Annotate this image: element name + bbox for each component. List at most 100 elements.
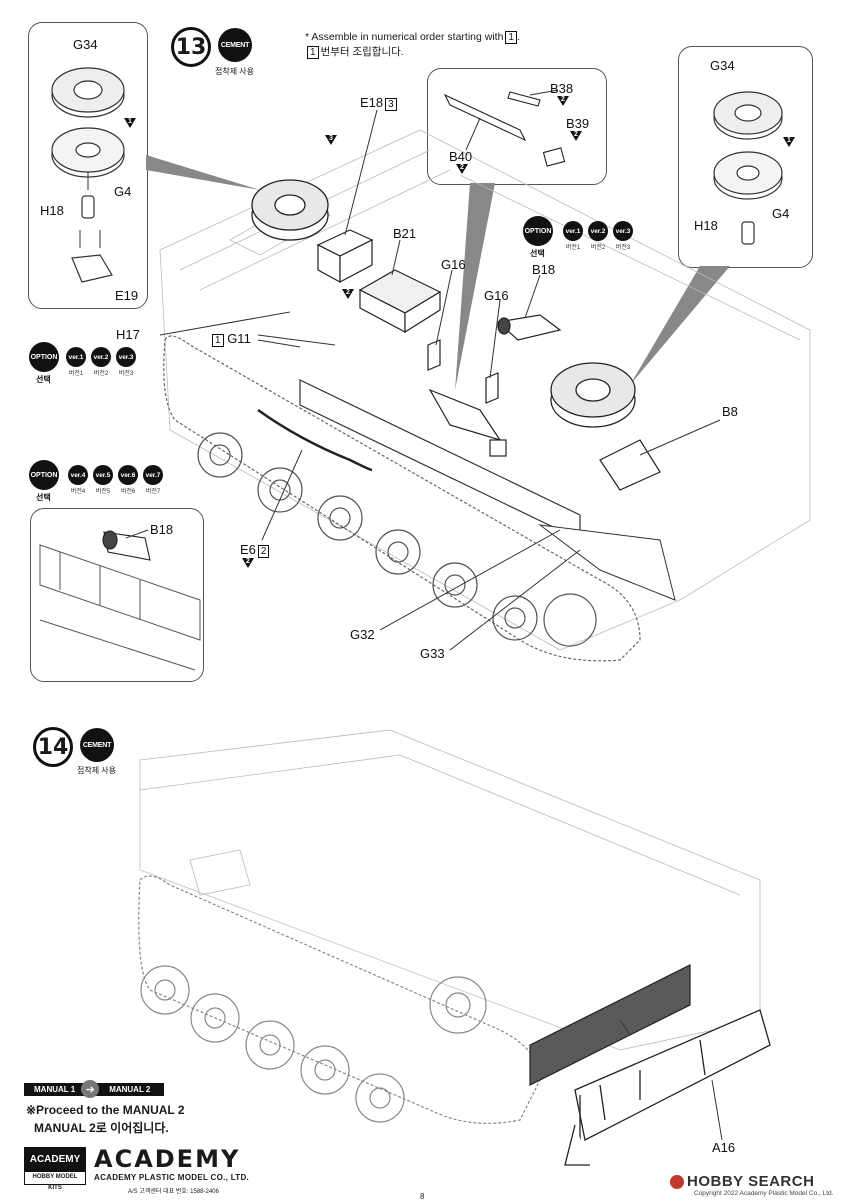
callout-wedge-center <box>455 183 495 390</box>
sequence-marker-2-b40: 2 <box>456 164 468 174</box>
version-2-icon-b: ver.2 <box>91 347 111 367</box>
version-7-icon-c: ver.7 <box>143 465 163 485</box>
arrows-left <box>79 172 101 248</box>
note-english: * Assemble in numerical order starting w… <box>305 31 504 43</box>
sequence-marker-2-b39: 2 <box>570 131 582 141</box>
label-g34-right: G34 <box>710 58 735 73</box>
callout-wedge-right <box>630 266 730 385</box>
side-skirt <box>529 964 691 1086</box>
label-g11: 1 G11 <box>210 331 251 347</box>
part-b21 <box>358 269 442 334</box>
cement-icon: CEMENT <box>218 28 252 62</box>
label-g33: G33 <box>420 646 445 661</box>
manual-2-tag: MANUAL 2 <box>95 1082 165 1096</box>
page-number: 8 <box>420 1192 425 1201</box>
label-g16-b: G16 <box>484 288 509 303</box>
badge-bottom: HOBBY MODEL KITS <box>32 1174 78 1191</box>
label-b18-inset: B18 <box>150 522 174 537</box>
version-3-icon-a: ver.3 <box>613 221 633 241</box>
watermark: HOBBY SEARCH <box>670 1173 814 1190</box>
version-5-icon-c: ver.5 <box>93 465 113 485</box>
label-g34-left: G34 <box>73 37 98 52</box>
arrow-right-icon: ➜ <box>81 1080 100 1098</box>
sequence-marker-2-b38: 2 <box>557 96 569 106</box>
hull-inset-drawing <box>39 544 201 671</box>
service-number: A/S 고객센터 대표 번호: 1588-2406 <box>128 1189 219 1195</box>
manual-transition: MANUAL 1 ➜ MANUAL 2 <box>24 1080 165 1098</box>
label-g4-right: G4 <box>772 206 790 221</box>
version-1-caption-b: 버전1 <box>68 371 84 377</box>
watermark-icon <box>670 1174 684 1189</box>
hull-outline <box>159 129 811 651</box>
step13-drawing <box>39 67 811 671</box>
version-4-caption-c: 버전4 <box>70 489 86 495</box>
main-wheel-top <box>251 179 329 241</box>
version-1-icon-a: ver.1 <box>563 221 583 241</box>
label-g32: G32 <box>350 627 375 642</box>
cement-icon-14: CEMENT <box>80 728 114 762</box>
option-icon-c: OPTION <box>29 460 59 490</box>
version-2-caption-a: 버전2 <box>590 245 606 251</box>
version-7-caption-c: 버전7 <box>145 489 161 495</box>
cement-caption: 접착제 사용 <box>215 67 255 76</box>
version-2-icon-a: ver.2 <box>588 221 608 241</box>
part-b18 <box>496 314 562 341</box>
manual-1-tag: MANUAL 1 <box>24 1082 86 1096</box>
proceed-note-kr: MANUAL 2로 이어집니다. <box>34 1121 169 1135</box>
sequence-marker-2-g11: 2 <box>342 289 354 299</box>
version-6-icon-c: ver.6 <box>118 465 138 485</box>
sequence-marker-1-left: 1 <box>124 118 136 128</box>
track <box>163 335 641 662</box>
callout-wedge-left <box>146 155 260 190</box>
option-caption-c: 선택 <box>36 493 51 502</box>
part-a16 <box>564 1009 771 1166</box>
assembly-order-note: * Assemble in numerical order starting w… <box>305 31 520 59</box>
part-e6 <box>257 408 373 472</box>
part-b8 <box>599 439 661 491</box>
academy-badge: ACADEMY HOBBY MODEL KITS <box>24 1147 86 1191</box>
sequence-marker-3: 3 <box>325 135 337 145</box>
note-number-box: 1 <box>505 31 517 44</box>
version-1-icon-b: ver.1 <box>66 347 86 367</box>
label-h17: H17 <box>116 327 140 342</box>
label-e19: E19 <box>115 288 139 303</box>
main-wheel-right <box>550 362 636 428</box>
label-b18-top: B18 <box>532 262 556 277</box>
label-g16-a: G16 <box>441 257 466 272</box>
cement-caption-14: 접착제 사용 <box>77 766 117 775</box>
company-name: ACADEMY PLASTIC MODEL CO., LTD. <box>94 1173 250 1182</box>
option-icon-b: OPTION <box>29 342 59 372</box>
step-13-number: 13 <box>171 27 211 67</box>
label-b40: B40 <box>449 149 473 164</box>
note-number-box-kr: 1 <box>307 46 319 59</box>
version-5-caption-c: 버전5 <box>95 489 111 495</box>
watermark-text: HOBBY SEARCH <box>687 1173 815 1190</box>
label-h18-left: H18 <box>40 203 64 218</box>
badge-top: ACADEMY <box>25 1148 85 1172</box>
wheel-left-inset-parts <box>51 67 125 283</box>
label-b21: B21 <box>393 226 417 241</box>
label-h18-right: H18 <box>694 218 718 233</box>
label-b8: B8 <box>722 404 738 419</box>
step14-drawing <box>138 729 771 1166</box>
wheel-right-inset-parts <box>713 91 783 245</box>
version-3-icon-b: ver.3 <box>116 347 136 367</box>
option-icon-a: OPTION <box>523 216 553 246</box>
version-3-caption-a: 버전3 <box>615 245 631 251</box>
label-g4-left: G4 <box>114 184 132 199</box>
sequence-marker-1-right: 1 <box>783 137 795 147</box>
version-6-caption-c: 버전6 <box>120 489 136 495</box>
label-a16: A16 <box>712 1140 736 1155</box>
sequence-marker-2-e6: 2 <box>242 558 254 568</box>
version-2-caption-b: 버전2 <box>93 371 109 377</box>
label-b39: B39 <box>566 116 590 131</box>
proceed-note-en: ※Proceed to the MANUAL 2 <box>26 1103 185 1117</box>
road-wheels <box>197 432 597 647</box>
copyright: Copyright 2022 Academy Plastic Model Co.… <box>694 1190 834 1197</box>
label-b38: B38 <box>550 81 574 96</box>
note-korean: 번부터 조립합니다. <box>320 46 404 58</box>
option-caption-b: 선택 <box>36 375 51 384</box>
version-4-icon-c: ver.4 <box>68 465 88 485</box>
